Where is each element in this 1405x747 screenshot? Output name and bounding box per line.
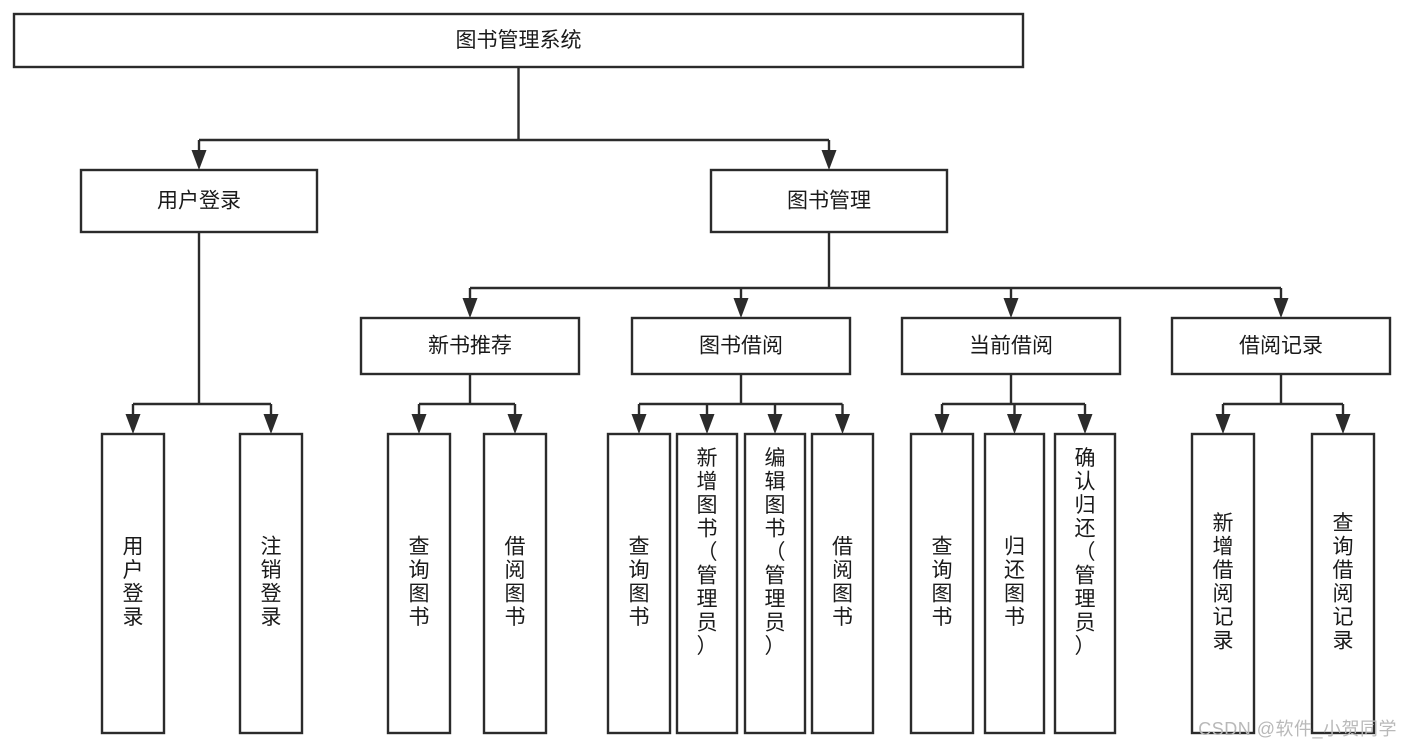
node-leaf-add-record[interactable]: 新增借阅记录 <box>1190 432 1256 735</box>
node-borrow-record[interactable]: 借阅记录 <box>1170 316 1392 376</box>
node-leaf-edit-book[interactable]: 编辑图书（管理员） <box>743 432 807 735</box>
node-box-leaf-confirm-return <box>1053 432 1117 735</box>
node-label-user-login: 用户登录 <box>157 190 241 213</box>
node-box-leaf-query-book-3 <box>909 432 975 735</box>
arrow-head-icon <box>835 414 850 434</box>
node-box-leaf-user-login <box>100 432 166 735</box>
node-box-leaf-borrow-book-2 <box>810 432 875 735</box>
node-leaf-query-record[interactable]: 查询借阅记录 <box>1310 432 1376 735</box>
arrow-head-icon <box>699 414 715 434</box>
node-leaf-confirm-return[interactable]: 确认归还（管理员） <box>1053 432 1117 735</box>
node-box-book-manage <box>709 168 949 234</box>
arrow-head-icon <box>411 414 427 434</box>
arrow-head-icon <box>462 298 478 318</box>
node-leaf-borrow-book-1[interactable]: 借阅图书 <box>482 432 548 735</box>
node-label-leaf-query-book-2: 查询图书 <box>629 536 650 630</box>
node-new-book-recommend[interactable]: 新书推荐 <box>359 316 581 376</box>
node-box-leaf-add-book <box>675 432 739 735</box>
node-box-leaf-edit-book <box>743 432 807 735</box>
connector-borrow-record <box>1215 374 1351 434</box>
connector-book-borrow <box>631 374 850 434</box>
connector-root <box>191 67 837 170</box>
node-root[interactable]: 图书管理系统 <box>12 12 1025 69</box>
arrow-head-icon <box>733 298 749 318</box>
node-label-leaf-edit-book: 编辑图书（管理员） <box>765 447 786 658</box>
arrow-head-icon <box>1335 414 1351 434</box>
node-leaf-query-book-2[interactable]: 查询图书 <box>606 432 672 735</box>
node-leaf-add-book[interactable]: 新增图书（管理员） <box>675 432 739 735</box>
node-label-book-manage: 图书管理 <box>787 190 871 213</box>
node-current-borrow[interactable]: 当前借阅 <box>900 316 1122 376</box>
arrow-head-icon <box>507 414 523 434</box>
node-box-leaf-add-record <box>1190 432 1256 735</box>
node-box-user-login <box>79 168 319 234</box>
node-label-leaf-add-book: 新增图书（管理员） <box>697 447 718 658</box>
arrow-head-icon <box>1007 414 1022 434</box>
node-box-leaf-logout <box>238 432 304 735</box>
node-label-leaf-confirm-return: 确认归还（管理员） <box>1075 447 1096 658</box>
node-book-manage[interactable]: 图书管理 <box>709 168 949 234</box>
arrow-head-icon <box>767 414 783 434</box>
node-label-leaf-borrow-book-1: 借阅图书 <box>505 536 526 630</box>
node-box-current-borrow <box>900 316 1122 376</box>
arrow-head-icon <box>1215 414 1231 434</box>
connector-user-login <box>125 232 279 434</box>
node-label-new-book-recommend: 新书推荐 <box>428 335 512 358</box>
node-label-leaf-borrow-book-2: 借阅图书 <box>832 536 853 630</box>
node-box-leaf-query-book-1 <box>386 432 452 735</box>
node-label-leaf-user-login: 用户登录 <box>123 536 144 630</box>
node-leaf-query-book-3[interactable]: 查询图书 <box>909 432 975 735</box>
node-box-leaf-query-book-2 <box>606 432 672 735</box>
connector-new-book-recommend <box>411 374 523 434</box>
arrow-head-icon <box>191 150 207 170</box>
node-box-root <box>12 12 1025 69</box>
connector-current-borrow <box>934 374 1093 434</box>
node-user-login[interactable]: 用户登录 <box>79 168 319 234</box>
arrow-head-icon <box>631 414 647 434</box>
node-label-leaf-return-book: 归还图书 <box>1004 536 1025 630</box>
node-box-new-book-recommend <box>359 316 581 376</box>
node-label-borrow-record: 借阅记录 <box>1239 335 1323 358</box>
node-book-borrow[interactable]: 图书借阅 <box>630 316 852 376</box>
connector-layer <box>125 67 1351 434</box>
node-label-leaf-query-record: 查询借阅记录 <box>1333 512 1354 653</box>
node-box-book-borrow <box>630 316 852 376</box>
arrow-head-icon <box>1077 414 1093 434</box>
node-box-leaf-query-record <box>1310 432 1376 735</box>
arrow-head-icon <box>934 414 950 434</box>
node-label-book-borrow: 图书借阅 <box>699 335 783 358</box>
node-label-leaf-query-book-3: 查询图书 <box>932 536 953 630</box>
node-label-leaf-logout: 注销登录 <box>261 536 282 630</box>
node-label-root: 图书管理系统 <box>456 29 582 52</box>
node-layer: 图书管理系统用户登录图书管理新书推荐图书借阅当前借阅借阅记录用户登录注销登录查询… <box>12 12 1392 735</box>
node-leaf-return-book[interactable]: 归还图书 <box>983 432 1046 735</box>
arrow-head-icon <box>1273 298 1289 318</box>
node-label-leaf-query-book-1: 查询图书 <box>409 536 430 630</box>
node-label-current-borrow: 当前借阅 <box>969 335 1053 358</box>
arrow-head-icon <box>263 414 279 434</box>
node-box-leaf-borrow-book-1 <box>482 432 548 735</box>
node-box-leaf-return-book <box>983 432 1046 735</box>
arrow-head-icon <box>125 414 141 434</box>
node-leaf-query-book-1[interactable]: 查询图书 <box>386 432 452 735</box>
node-box-borrow-record <box>1170 316 1392 376</box>
arrow-head-icon <box>821 150 837 170</box>
node-label-leaf-add-record: 新增借阅记录 <box>1213 512 1234 653</box>
node-leaf-borrow-book-2[interactable]: 借阅图书 <box>810 432 875 735</box>
connector-book-manage <box>462 232 1289 318</box>
arrow-head-icon <box>1003 298 1019 318</box>
node-leaf-user-login[interactable]: 用户登录 <box>100 432 166 735</box>
node-leaf-logout[interactable]: 注销登录 <box>238 432 304 735</box>
